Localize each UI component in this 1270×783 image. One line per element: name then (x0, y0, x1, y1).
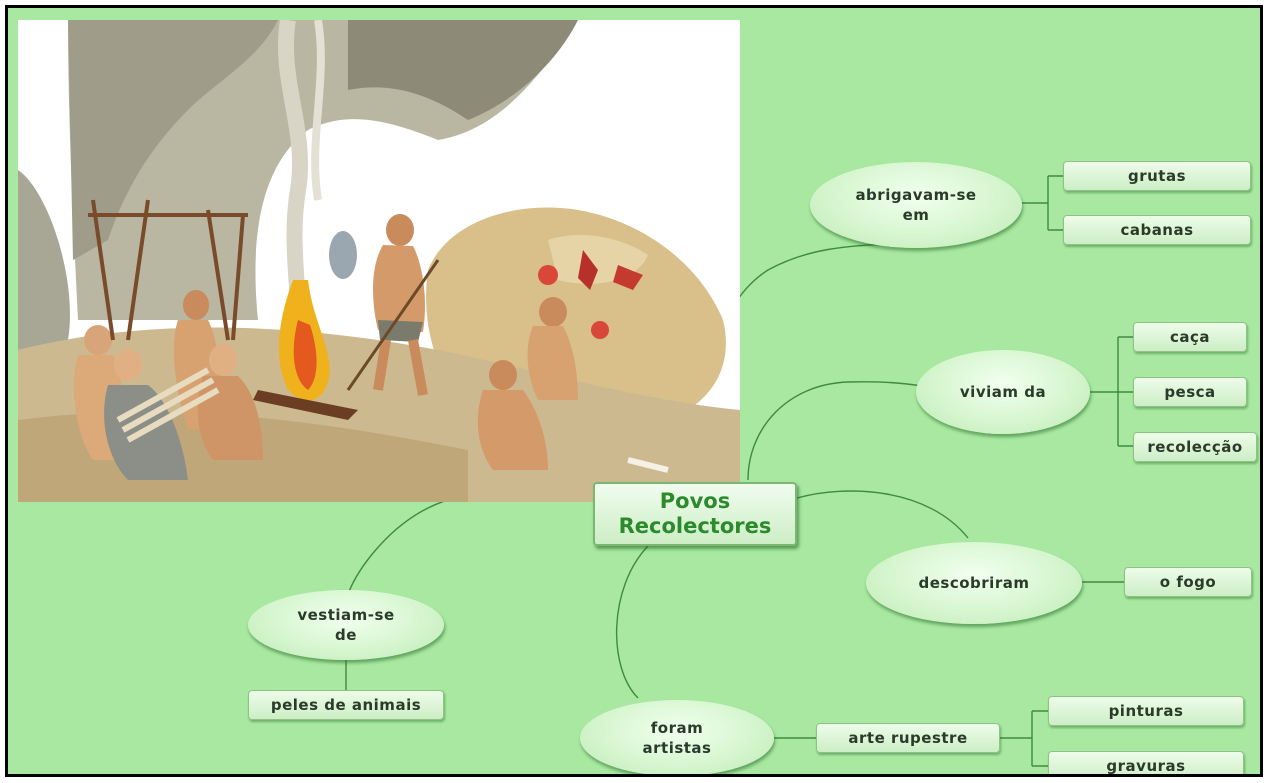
link-abrigavam-children (1022, 175, 1063, 231)
central-topic[interactable]: Povos Recolectores (593, 482, 797, 546)
leaf-grutas[interactable]: grutas (1063, 161, 1251, 191)
branch-abrigavam-se-em[interactable]: abrigavam-se em (810, 162, 1022, 248)
leaf-arte-rupestre[interactable]: arte rupestre (816, 723, 1000, 753)
cave-scene-image (18, 20, 740, 502)
link-descobriram (796, 490, 969, 539)
branch-foram-artistas[interactable]: foram artistas (580, 700, 774, 774)
leaf-recoleccao[interactable]: recolecção (1133, 432, 1257, 462)
leaf-peles-de-animais[interactable]: peles de animais (248, 690, 444, 720)
link-viviam (747, 381, 924, 481)
link-viviam-children (1090, 336, 1133, 447)
link-arte-children (1000, 710, 1048, 767)
leaf-gravuras[interactable]: gravuras (1048, 751, 1244, 774)
branch-viviam-da[interactable]: viviam da (916, 350, 1090, 434)
leaf-cabanas[interactable]: cabanas (1063, 215, 1251, 245)
leaf-caca[interactable]: caça (1133, 322, 1247, 352)
mind-map-canvas: Povos Recolectores abrigavam-se em gruta… (5, 5, 1263, 777)
branch-descobriram[interactable]: descobriram (866, 542, 1082, 624)
leaf-pesca[interactable]: pesca (1133, 377, 1247, 407)
link-vestiam (347, 488, 594, 595)
leaf-pinturas[interactable]: pinturas (1048, 696, 1244, 726)
branch-vestiam-se-de[interactable]: vestiam-se de (248, 590, 444, 660)
link-foram (616, 545, 649, 699)
leaf-o-fogo[interactable]: o fogo (1124, 567, 1252, 597)
cave-illustration (18, 20, 740, 502)
